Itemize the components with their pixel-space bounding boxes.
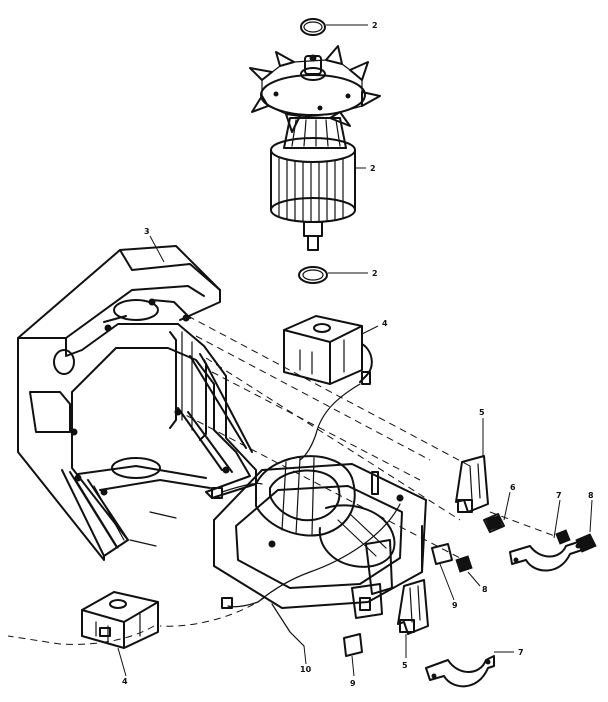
screw-upper: [483, 513, 505, 533]
assembly-projection-lines: [175, 315, 561, 559]
clamp-upper: [509, 539, 585, 572]
callout-9-lower-cap: 9: [350, 679, 356, 688]
callout-6-screw: 6: [510, 483, 516, 492]
brush-spring-lower: [397, 579, 429, 635]
callout-7-lower-clamp: 7: [518, 648, 524, 657]
callout-3-frame: 3: [144, 227, 150, 236]
top-retaining-ring: [300, 18, 326, 36]
brush-spring-upper: [455, 455, 489, 513]
motor-frame-housing: [17, 245, 257, 561]
callout-9-upper-cap: 9: [452, 601, 458, 610]
callout-8-lower-screw: 8: [482, 585, 488, 594]
lead-wires: [7, 433, 401, 645]
screw-8-lower: [455, 555, 473, 573]
callout-10-field: 10: [300, 665, 312, 674]
brush-holder-upper: [283, 315, 373, 435]
bottom-retaining-ring: [298, 266, 328, 284]
callout-8-upper-screw: 8: [588, 491, 594, 500]
brush-holder-lower: [81, 591, 159, 649]
callout-5-upper-spring: 5: [479, 408, 485, 417]
clamp-screw-upper: [555, 529, 597, 553]
callouts: 2 2 2 3 4 5 6 7 8 8 9 10 4 5 9 7: [117, 21, 594, 688]
callout-2-top-ring: 2: [372, 21, 378, 30]
brush-cap-9-upper: [431, 543, 453, 565]
callout-5-lower-spring: 5: [402, 661, 408, 670]
callout-2-armature: 2: [370, 164, 376, 173]
callout-7-upper-clamp: 7: [556, 491, 562, 500]
callout-2-bottom-ring: 2: [372, 269, 378, 278]
cooling-fan: [249, 45, 381, 133]
field-assembly: [211, 455, 427, 647]
callout-4-lower-brush-holder: 4: [122, 677, 128, 686]
clamp-lower: [425, 655, 495, 688]
armature: [270, 117, 356, 251]
brush-cap-9-lower: [343, 633, 363, 657]
callout-4-upper-brush-holder: 4: [382, 319, 388, 328]
